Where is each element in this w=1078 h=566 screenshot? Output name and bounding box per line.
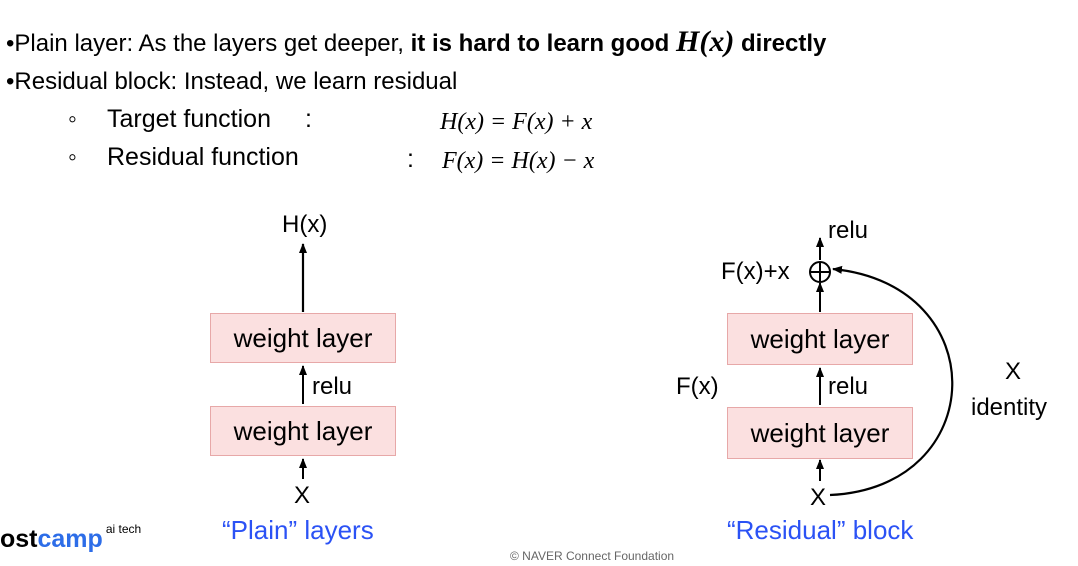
plain-caption: “Plain” layers	[222, 515, 374, 545]
residual-relu-top-label: relu	[828, 217, 869, 244]
bullet-plain-math: H(x)	[676, 25, 735, 58]
target-formula: H(x) = F(x) + x	[440, 109, 593, 135]
sum-node	[809, 261, 831, 283]
sub-bullet-residual-label: Residual function	[107, 143, 299, 171]
residual-caption: “Residual” block	[727, 515, 914, 545]
bullet-dot: •	[6, 30, 15, 57]
sub-bullet-target-sep: :	[305, 105, 312, 133]
identity-skip-connection	[829, 265, 954, 497]
logo-text-part1: ost	[0, 525, 38, 553]
plain-weight-layer-top: weight layer	[210, 313, 396, 363]
residual-weight-layer-top: weight layer	[727, 313, 913, 365]
footer-copyright: © NAVER Connect Foundation	[510, 549, 675, 563]
logo-sup: ai tech	[105, 522, 142, 536]
bullet-dot: •	[6, 68, 15, 95]
bullet-residual-block: •Residual block: Instead, we learn resid…	[6, 67, 457, 97]
residual-weight-layer-bottom: weight layer	[727, 407, 913, 459]
plain-output-label: H(x)	[282, 211, 328, 238]
plain-weight-layer-bottom: weight layer	[210, 406, 396, 456]
sub-bullet-marker: ◦	[68, 143, 77, 171]
bullet-residual-text: Residual block: Instead, we learn residu…	[14, 68, 458, 95]
sub-bullet-target-label: Target function	[107, 105, 271, 133]
bullet-plain-layer: •Plain layer: As the layers get deeper, …	[6, 27, 826, 59]
plain-relu-label: relu	[312, 373, 353, 400]
bullet-plain-prefix: Plain layer: As the layers get deeper,	[14, 30, 411, 57]
residual-input-label: X	[810, 484, 827, 511]
residual-formula: F(x) = H(x) − x	[442, 148, 595, 174]
sub-bullet-residual-sep: :	[407, 145, 414, 173]
logo-text-part2: camp	[37, 525, 103, 553]
residual-relu-label: relu	[828, 373, 869, 400]
skip-x-label: X	[1005, 358, 1022, 385]
skip-identity-label: identity	[971, 394, 1048, 421]
residual-sum-label: F(x)+x	[721, 258, 790, 285]
residual-fx-label: F(x)	[676, 373, 719, 400]
plain-input-label: X	[294, 482, 311, 509]
bullet-plain-bold: it is hard to learn good	[410, 30, 670, 57]
sub-bullet-marker: ◦	[68, 105, 77, 133]
bullet-plain-suffix: directly	[741, 30, 827, 57]
